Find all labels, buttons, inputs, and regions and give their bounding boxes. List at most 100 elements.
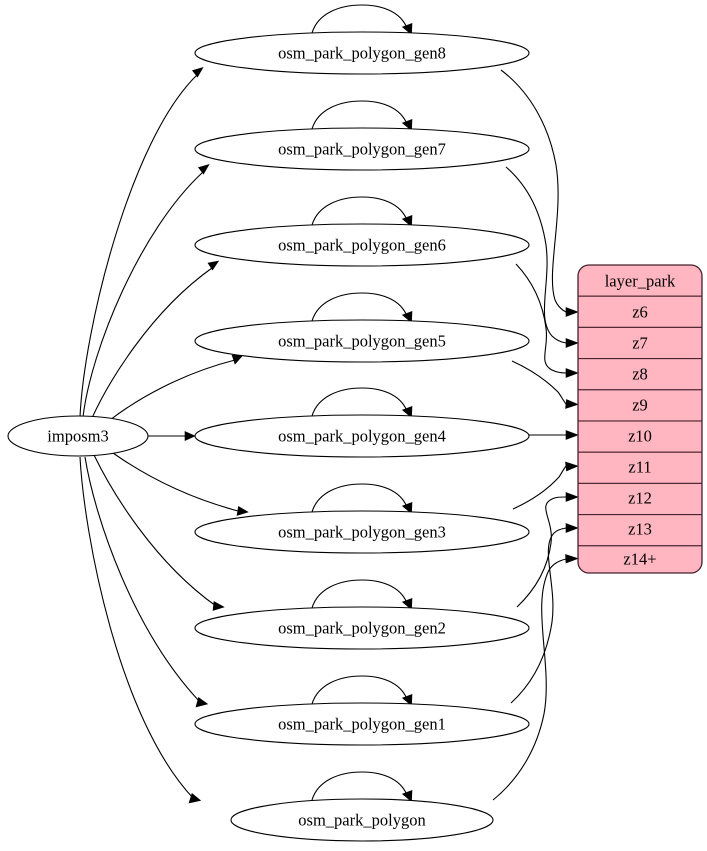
- arrowhead-self-loop-gen7: [401, 119, 413, 132]
- self-loop-gen5: [311, 292, 408, 322]
- arrowhead-gen3-z11: [565, 461, 579, 472]
- arrowhead-imposm3-gen5: [231, 354, 244, 365]
- edge-imposm3-to-gen1: [84, 456, 201, 703]
- node-ellipse-gen8[interactable]: [194, 31, 530, 75]
- table-row-label-z11: z11: [628, 458, 651, 477]
- node-label-imposm3: imposm3: [47, 427, 108, 446]
- self-loop-gen2: [311, 579, 408, 609]
- arrowhead-imposm3-base: [188, 792, 202, 804]
- edge-gen5-to-z9: [511, 360, 567, 405]
- edge-imposm3-to-gen8: [79, 74, 198, 418]
- edge-imposm3-to-gen2: [93, 454, 217, 607]
- arrowhead-imposm3-gen6: [207, 260, 220, 271]
- node-gen2[interactable]: osm_park_polygon_gen2: [194, 606, 530, 650]
- node-label-gen5: osm_park_polygon_gen5: [278, 332, 446, 351]
- node-gen7[interactable]: osm_park_polygon_gen7: [194, 127, 530, 171]
- self-loop-gen1: [311, 675, 408, 705]
- edge-imposm3-to-gen5: [109, 359, 236, 421]
- arrowhead-base-z14: [565, 554, 579, 564]
- self-loop-gen8: [311, 4, 408, 34]
- edge-gen8-to-z6: [500, 69, 567, 313]
- arrowhead-self-loop-gen4: [401, 406, 413, 419]
- arrowhead-self-loop-gen8: [401, 23, 413, 36]
- node-ellipse-gen5[interactable]: [194, 319, 530, 363]
- arrowhead-gen8-z6: [565, 307, 579, 317]
- arrowhead-imposm3-gen1: [195, 697, 209, 708]
- self-loop-gen3: [311, 483, 408, 513]
- node-gen3[interactable]: osm_park_polygon_gen3: [194, 510, 530, 554]
- table-row-z10[interactable]: [578, 420, 702, 453]
- table-row-label-z13: z13: [628, 520, 652, 539]
- arrowhead-self-loop-gen5: [401, 311, 413, 324]
- node-label-gen8: osm_park_polygon_gen8: [278, 44, 446, 63]
- arrowhead-imposm3-gen8: [191, 67, 204, 78]
- arrowhead-imposm3-gen4: [184, 431, 196, 441]
- edge-imposm3-to-gen7: [82, 171, 204, 418]
- node-gen1[interactable]: osm_park_polygon_gen1: [194, 702, 530, 746]
- self-loop-gen4: [311, 387, 408, 417]
- arrowhead-self-loop-gen2: [401, 598, 413, 611]
- node-ellipse-gen1[interactable]: [194, 702, 530, 746]
- node-base[interactable]: osm_park_polygon: [230, 798, 494, 842]
- node-gen8[interactable]: osm_park_polygon_gen8: [194, 31, 530, 75]
- node-ellipse-base[interactable]: [230, 798, 494, 842]
- edge-gen6-to-z8: [515, 263, 567, 374]
- arrowhead-gen2-z12: [565, 492, 579, 502]
- arrowhead-imposm3-gen3: [236, 506, 249, 516]
- edge-gen2-to-z12: [516, 496, 567, 608]
- edge-gen7-to-z7: [505, 166, 567, 344]
- node-ellipse-gen3[interactable]: [194, 510, 530, 554]
- table-row-label-z8: z8: [632, 365, 648, 384]
- node-label-gen3: osm_park_polygon_gen3: [278, 523, 446, 542]
- table-header-label: layer_park: [605, 272, 676, 291]
- table-row-z13[interactable]: [578, 514, 702, 547]
- arrowhead-self-loop-gen6: [401, 215, 413, 228]
- node-label-gen7: osm_park_polygon_gen7: [278, 140, 446, 159]
- arrowhead-gen7-z7: [565, 338, 579, 348]
- table-row-label-z6: z6: [632, 303, 648, 322]
- layer-park-table[interactable]: layer_park z6 z7 z8 z9 z10 z11 z12 z13 z…: [577, 264, 703, 574]
- node-ellipse-gen6[interactable]: [194, 223, 530, 267]
- node-gen4[interactable]: osm_park_polygon_gen4: [194, 414, 530, 458]
- edge-gen1-to-z13: [510, 527, 567, 704]
- table-row-label-z14: z14+: [623, 550, 656, 569]
- edge-imposm3-to-gen6: [91, 267, 213, 419]
- arrowhead-gen1-z13: [565, 523, 579, 533]
- table-row-label-z9: z9: [632, 396, 648, 415]
- node-ellipse-gen2[interactable]: [194, 606, 530, 650]
- node-label-gen1: osm_park_polygon_gen1: [278, 715, 446, 734]
- table-row-label-z7: z7: [632, 334, 648, 353]
- arrowhead-self-loop-gen3: [401, 502, 413, 515]
- table-outline: [577, 264, 703, 574]
- edges-source-to-nodes: [79, 67, 249, 804]
- arrowhead-imposm3-gen7: [197, 164, 210, 175]
- arrowhead-gen5-z9: [565, 399, 579, 409]
- arrowhead-imposm3-gen2: [212, 601, 225, 611]
- edge-imposm3-to-gen3: [112, 452, 239, 512]
- node-label-base: osm_park_polygon: [298, 811, 425, 830]
- arrowhead-self-loop-base: [401, 790, 413, 803]
- node-label-gen6: osm_park_polygon_gen6: [278, 236, 446, 255]
- self-loop-gen6: [311, 196, 408, 226]
- self-loop-gen7: [311, 100, 408, 130]
- node-ellipse-gen4[interactable]: [194, 414, 530, 458]
- arrowhead-gen4-z10: [565, 430, 579, 440]
- edges-nodes-to-table: [492, 69, 579, 801]
- edge-base-to-z14: [492, 558, 567, 801]
- node-gen6[interactable]: osm_park_polygon_gen6: [194, 223, 530, 267]
- self-loop-edges: [311, 4, 413, 803]
- edge-gen3-to-z11: [512, 465, 567, 510]
- arrowhead-gen6-z8: [565, 368, 579, 378]
- node-label-gen2: osm_park_polygon_gen2: [278, 619, 446, 638]
- node-ellipse-gen7[interactable]: [194, 127, 530, 171]
- node-ellipse-imposm3[interactable]: [7, 415, 149, 457]
- node-gen5[interactable]: osm_park_polygon_gen5: [194, 319, 530, 363]
- table-row-z11[interactable]: [578, 451, 702, 484]
- node-imposm3[interactable]: imposm3: [7, 415, 149, 457]
- arrowhead-self-loop-gen1: [401, 694, 413, 707]
- node-label-gen4: osm_park_polygon_gen4: [278, 427, 446, 446]
- table-row-label-z12: z12: [628, 489, 652, 508]
- table-row-label-z10: z10: [628, 427, 652, 446]
